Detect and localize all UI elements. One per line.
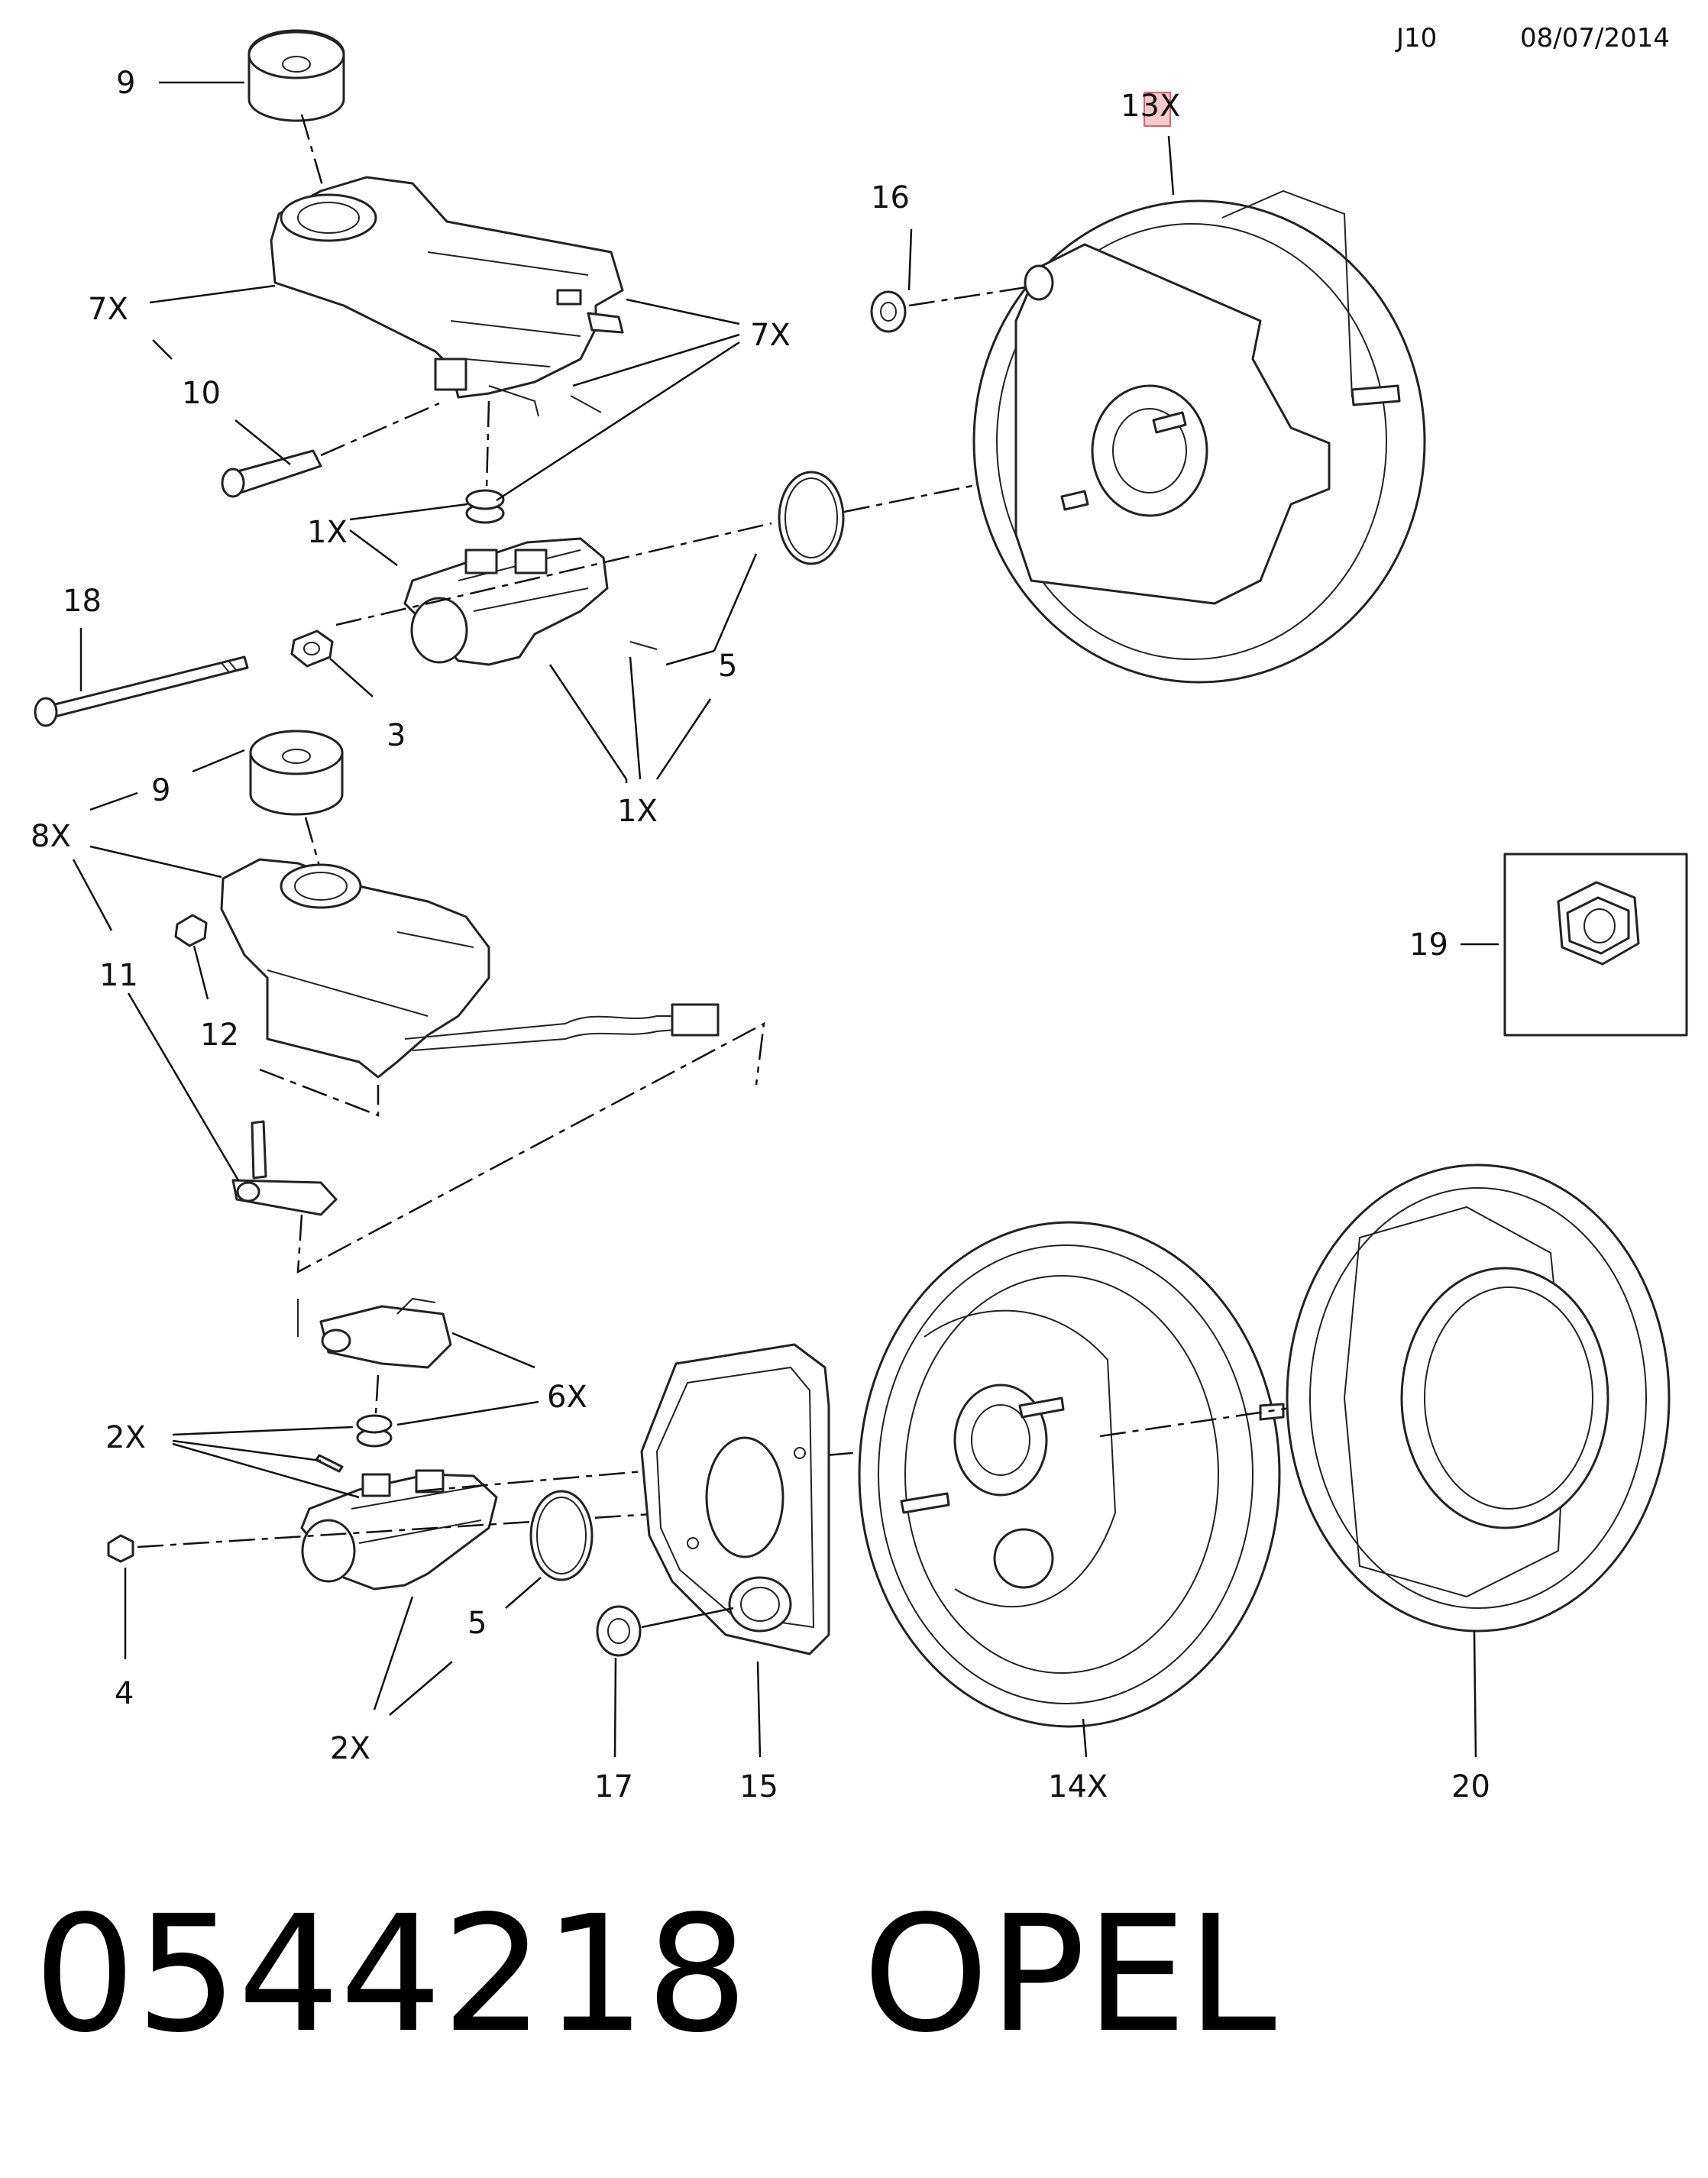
callout-15: 15	[739, 1769, 778, 1804]
callout-1x-bottom: 1X	[617, 794, 658, 829]
brake-booster-14x[interactable]	[858, 1221, 1285, 1728]
callout-3: 3	[387, 718, 406, 753]
callout-2x-bottom: 2X	[330, 1731, 370, 1766]
nut-3[interactable]	[290, 629, 334, 668]
diagram-code: J10	[1396, 23, 1438, 53]
callout-2x-top: 2X	[105, 1420, 146, 1455]
diagram-date: 08/07/2014	[1520, 23, 1670, 53]
callout-13x: 13X	[1121, 89, 1180, 124]
callout-14x: 14X	[1048, 1769, 1108, 1804]
callout-8x: 8X	[31, 819, 71, 854]
callout-11: 11	[99, 958, 138, 993]
seal-grommet-bottom[interactable]	[356, 1414, 393, 1448]
reservoir-unit-6x[interactable]	[319, 1297, 452, 1369]
callout-16: 16	[871, 180, 910, 215]
callout-20: 20	[1451, 1769, 1490, 1804]
seal-grommet-top[interactable]	[465, 489, 505, 524]
callout-7x-left: 7X	[88, 292, 128, 327]
callout-5-top: 5	[718, 649, 737, 684]
callout-9-top: 9	[116, 66, 135, 101]
o-ring-bottom[interactable]	[529, 1490, 594, 1581]
o-ring-top[interactable]	[778, 471, 845, 565]
callout-19: 19	[1409, 927, 1448, 963]
master-cylinder-bottom[interactable]	[300, 1469, 498, 1591]
callout-12: 12	[200, 1018, 239, 1053]
level-sensor-11[interactable]	[231, 1120, 338, 1216]
reservoir-cap-mid[interactable]	[249, 730, 344, 816]
callout-7x-right: 7X	[750, 318, 791, 353]
nut-4[interactable]	[107, 1534, 134, 1563]
brake-booster-13x[interactable]	[972, 189, 1426, 684]
callout-9-mid: 9	[151, 773, 170, 808]
nut-19-inset[interactable]	[1503, 853, 1688, 1037]
callout-5-bottom: 5	[467, 1606, 487, 1641]
fluid-reservoir-mid[interactable]	[220, 858, 720, 1079]
callout-10: 10	[182, 376, 221, 411]
washer-16[interactable]	[870, 290, 907, 333]
gasket-15[interactable]	[640, 1343, 830, 1655]
rod-18[interactable]	[34, 655, 249, 727]
nut-12[interactable]	[174, 914, 208, 947]
callout-1x-top: 1X	[307, 515, 348, 550]
master-cylinder-top[interactable]	[403, 537, 609, 666]
part-number: 0544218	[34, 1881, 749, 2068]
callout-17: 17	[594, 1769, 633, 1804]
booster-cover-20[interactable]	[1286, 1163, 1671, 1633]
callout-18: 18	[63, 584, 102, 619]
callout-4: 4	[115, 1676, 134, 1711]
pin-bottom[interactable]	[315, 1454, 344, 1473]
washer-17[interactable]	[596, 1605, 642, 1657]
reservoir-pin-10[interactable]	[221, 449, 322, 498]
brand-name: OPEL	[862, 1881, 1276, 2068]
callout-6x: 6X	[547, 1380, 587, 1415]
reservoir-cap-top[interactable]	[247, 29, 345, 122]
fluid-reservoir-top[interactable]	[270, 176, 624, 417]
